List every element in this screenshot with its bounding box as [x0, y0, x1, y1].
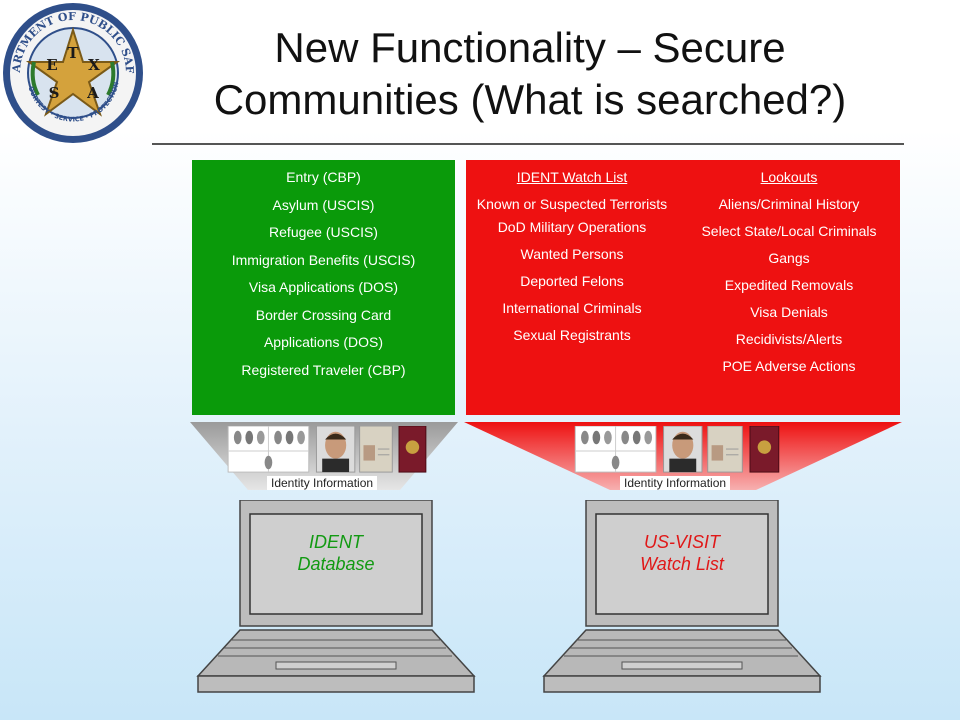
seal-letter-s: S: [49, 84, 60, 102]
page-title: New Functionality – Secure Communities (…: [150, 22, 910, 126]
right-screen-label: US-VISIT Watch List: [596, 531, 768, 575]
list-item: Gangs: [768, 250, 810, 266]
list-item: Immigration Benefits (USCIS): [231, 251, 416, 268]
left-identity-thumbnails: [227, 426, 427, 473]
list-item: Applications (DOS): [263, 334, 384, 350]
left-screen-line-1: IDENT: [309, 532, 363, 552]
list-item: Sexual Registrants: [513, 327, 631, 343]
list-item: Registered Traveler (CBP): [241, 361, 406, 378]
left-screen-line-2: Database: [297, 554, 375, 574]
right-identity-thumbnails: [574, 426, 780, 473]
list-item: Known or Suspected Terrorists: [476, 196, 668, 212]
right-laptop-icon: [542, 500, 822, 693]
list-item: Entry (CBP): [286, 169, 361, 185]
right-screen-line-1: US-VISIT: [643, 532, 720, 552]
list-item: Visa Denials: [750, 304, 828, 320]
face-photo-icon: [315, 426, 356, 473]
passport-cover-icon: [749, 426, 780, 473]
list-item: International Criminals: [502, 300, 642, 316]
face-photo-icon: [663, 426, 703, 473]
watch-list-panel: IDENT Watch List Known or Suspected Terr…: [466, 160, 900, 415]
passport-page-icon: [359, 426, 393, 473]
list-item: Visa Applications (DOS): [248, 279, 399, 295]
ident-sources-panel: Entry (CBP) Asylum (USCIS) Refugee (USCI…: [192, 160, 455, 415]
lookouts-column: Lookouts Aliens/Criminal History Select …: [678, 164, 900, 380]
title-line-1: New Functionality – Secure: [274, 24, 786, 71]
ident-watch-list-header: IDENT Watch List: [516, 169, 628, 185]
list-item: Select State/Local Criminals: [701, 223, 877, 239]
lookouts-header: Lookouts: [760, 169, 818, 185]
list-item: POE Adverse Actions: [722, 358, 856, 374]
passport-page-icon: [707, 426, 743, 473]
seal-letter-e: E: [46, 56, 57, 74]
passport-cover-icon: [398, 426, 427, 473]
list-item: DoD Military Operations: [497, 219, 647, 235]
list-item: Deported Felons: [520, 273, 624, 289]
fingerprint-card-icon: [227, 426, 310, 473]
ident-sources-list: Entry (CBP) Asylum (USCIS) Refugee (USCI…: [192, 164, 455, 384]
right-screen-line-2: Watch List: [640, 554, 724, 574]
ident-watch-list-column: IDENT Watch List Known or Suspected Terr…: [472, 164, 672, 349]
list-item: Asylum (USCIS): [272, 196, 375, 213]
title-divider: [152, 143, 904, 145]
list-item: Border Crossing Card: [255, 306, 392, 323]
fingerprint-card-icon: [574, 426, 657, 473]
left-screen-label: IDENT Database: [250, 531, 422, 575]
seal-letter-x: X: [88, 56, 100, 74]
seal-letter-a: A: [86, 84, 99, 102]
left-identity-label: Identity Information: [267, 476, 378, 490]
right-identity-label: Identity Information: [620, 476, 731, 490]
left-laptop-icon: [196, 500, 476, 693]
list-item: Expedited Removals: [724, 277, 854, 293]
list-item: Refugee (USCIS): [269, 224, 378, 240]
list-item: Recidivists/Alerts: [735, 331, 843, 347]
seal-letter-t: T: [67, 44, 79, 62]
texas-dps-seal: DEPARTMENT OF PUBLIC SAFETY COURTESY · S…: [0, 0, 146, 146]
list-item: Wanted Persons: [520, 246, 624, 262]
title-line-2: Communities (What is searched?): [213, 76, 847, 123]
list-item: Aliens/Criminal History: [718, 196, 860, 212]
